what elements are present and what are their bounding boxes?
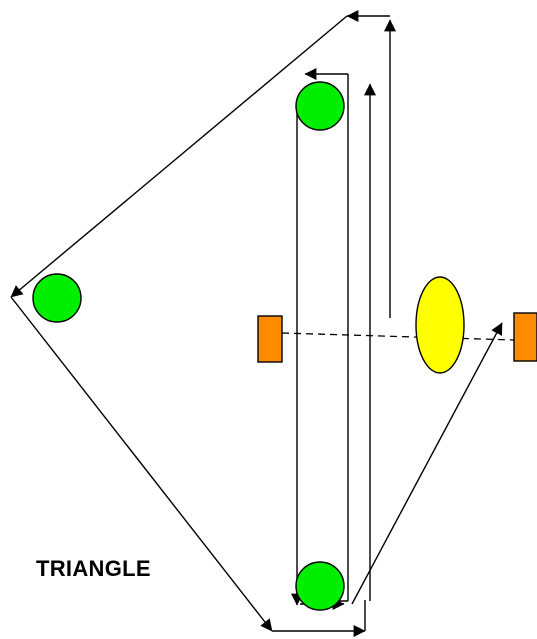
- bottom-mirror-circle: [295, 561, 345, 611]
- outer-lower-left-beam: [10, 296, 273, 632]
- output-diagonal-beam: [351, 322, 503, 605]
- lens-ellipse: [415, 276, 465, 374]
- left-block: [257, 315, 283, 363]
- triangle-label: TRIANGLE: [36, 556, 151, 581]
- outer-upper-left-beam: [10, 15, 348, 298]
- right-block: [513, 312, 537, 362]
- left-mirror-circle: [32, 273, 82, 323]
- dashed-optical-axis: [281, 332, 515, 341]
- top-mirror-circle: [295, 81, 345, 131]
